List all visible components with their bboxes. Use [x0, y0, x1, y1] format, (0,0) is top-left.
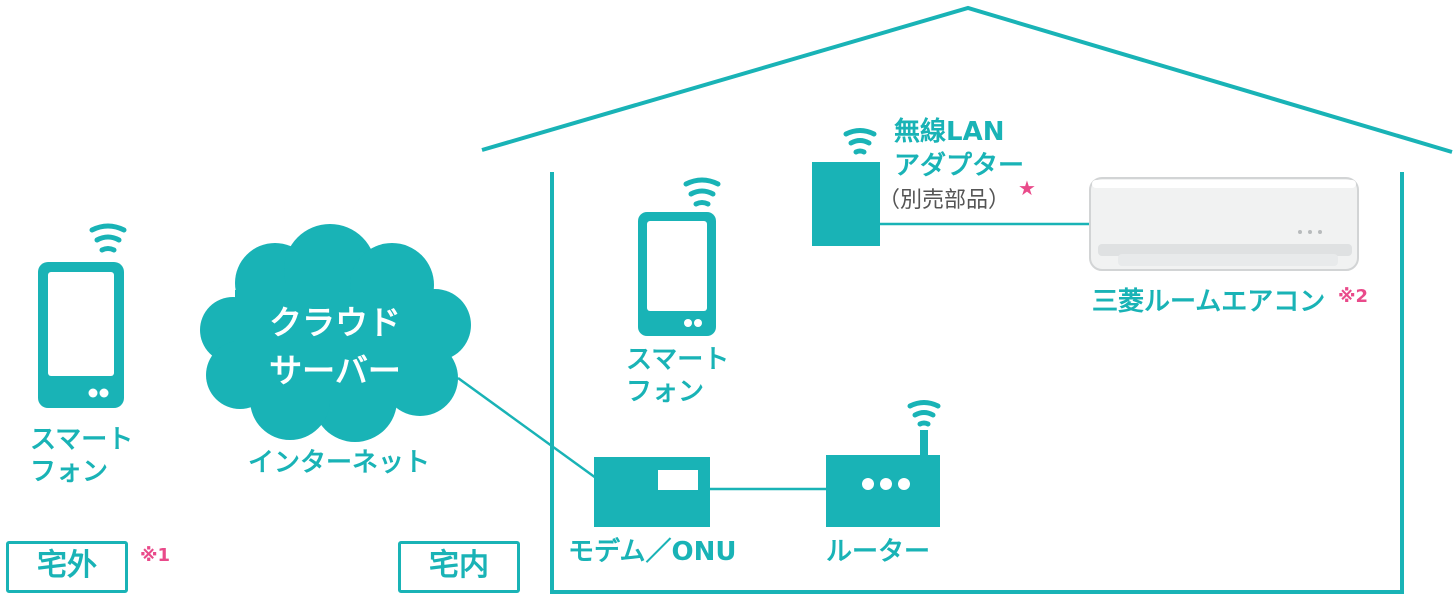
- wifi-icon: [843, 128, 877, 155]
- inside-smartphone-label-line2: フォン: [626, 377, 705, 407]
- inside-smartphone-label-line1: スマート: [626, 345, 730, 375]
- inside-zone-badge: 宅内: [398, 541, 520, 593]
- outside-zone-note: ※1: [140, 545, 171, 566]
- outside-smartphone-icon: [38, 223, 127, 408]
- cloud-modem-line: [457, 376, 597, 480]
- modem-label: モデム／ONU: [568, 537, 737, 567]
- wireless-adapter-icon: [812, 128, 880, 246]
- wifi-icon: [683, 177, 721, 207]
- cloud-icon: [200, 224, 471, 442]
- outside-zone-badge: 宅外: [6, 541, 128, 593]
- cloud-label-line1: クラウド: [269, 303, 401, 342]
- inside-smartphone-icon: [638, 177, 721, 336]
- modem-icon: [594, 457, 710, 527]
- air-conditioner-icon: [1089, 177, 1359, 271]
- outside-smartphone-label-line1: スマート: [30, 425, 134, 455]
- wifi-icon: [89, 223, 127, 253]
- aircon-label: 三菱ルームエアコン: [1092, 287, 1326, 317]
- adapter-star-mark: ★: [1018, 176, 1036, 200]
- connection-lines: [457, 222, 1096, 491]
- adapter-label-line1: 無線LAN: [894, 117, 1005, 147]
- internet-caption: インターネット: [248, 448, 431, 478]
- adapter-label-line2: アダプター: [894, 151, 1025, 181]
- house-outline: [481, 5, 1453, 594]
- outside-smartphone-label-line2: フォン: [30, 457, 109, 487]
- adapter-label-line3: （別売部品）: [878, 188, 1011, 213]
- router-icon: [826, 400, 941, 527]
- aircon-note: ※2: [1338, 286, 1369, 307]
- wifi-icon: [907, 400, 941, 427]
- cloud-label-line2: サーバー: [269, 351, 401, 390]
- router-label: ルーター: [826, 537, 931, 567]
